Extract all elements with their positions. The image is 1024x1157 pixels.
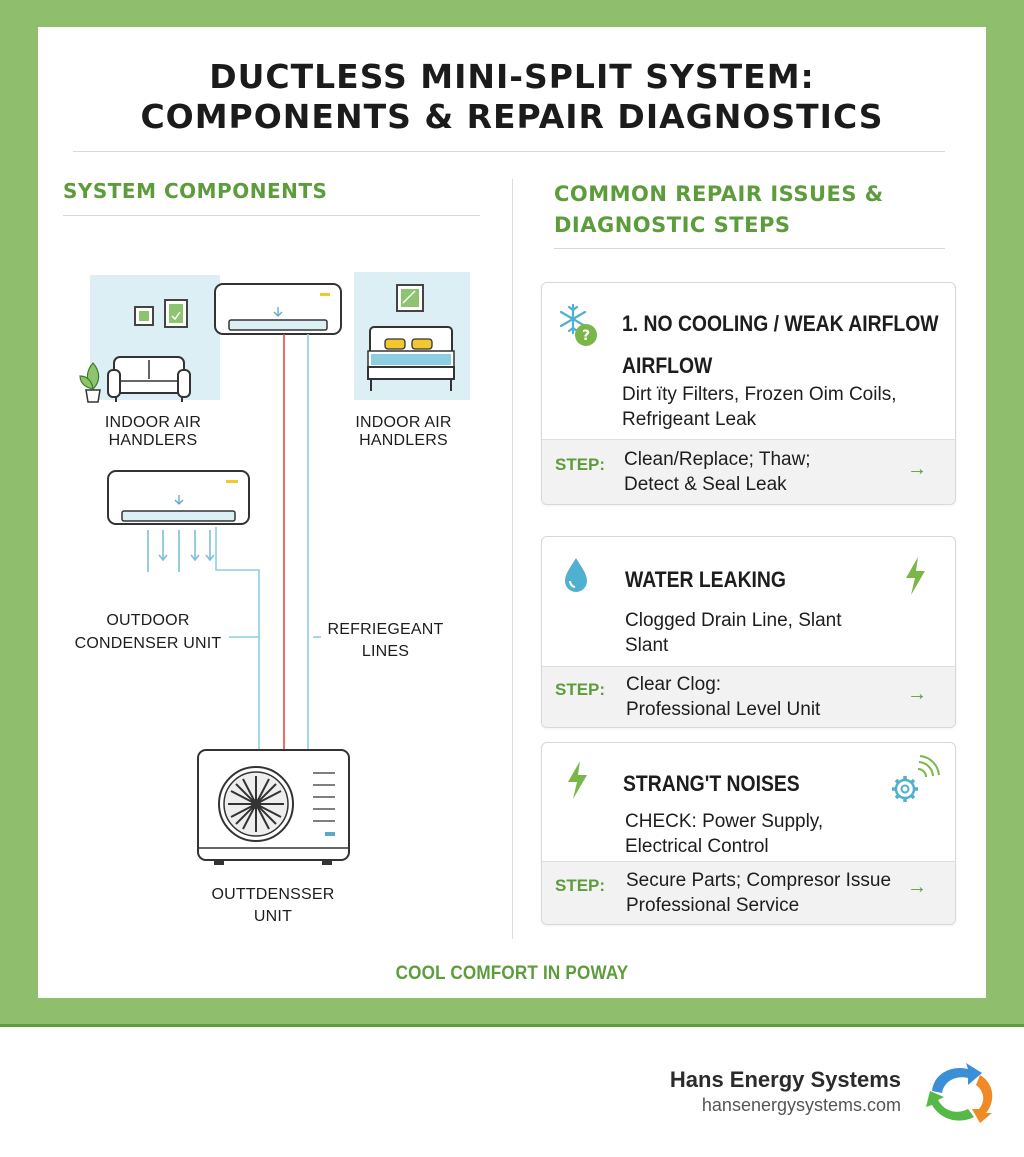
card1-title-cont: AIRFLOW xyxy=(622,353,713,378)
arrow-right-icon[interactable]: → xyxy=(907,683,927,705)
card2-step-bar: STEP: Clear Clog: Professional Level Uni… xyxy=(542,666,955,727)
brand-url[interactable]: hansenergysystems.com xyxy=(701,1095,901,1115)
page-title-line2: COMPONENTS & REPAIR DIAGNOSTICS xyxy=(140,97,884,136)
card2-title: WATER LEAKING xyxy=(625,567,786,592)
brand-footer: Hans Energy Systems hansenergysystems.co… xyxy=(0,1024,1024,1157)
card3-step-text: Secure Parts; Compresor Issue Profession… xyxy=(626,870,892,916)
svg-text:?: ? xyxy=(582,328,590,344)
water-drop-icon xyxy=(565,558,587,592)
repairs-heading: COMMON REPAIR ISSUES & DIAGNOSTIC STEPS xyxy=(554,182,884,237)
card1-step-label: STEP: xyxy=(555,455,606,474)
page-title-line1: DUCTLESS MINI-SPLIT SYSTEM: xyxy=(209,57,815,96)
card1-body: Dirt їty Filters, Frozen Oim Coils, Refr… xyxy=(622,384,897,430)
card3-body: CHECK: Power Supply, Electrical Control xyxy=(625,811,824,857)
brand-block[interactable]: Hans Energy Systems hansenergysystems.co… xyxy=(670,1067,901,1116)
card2-step-text: Clear Clog: Professional Level Unit xyxy=(626,674,821,720)
lightning-bolt-icon xyxy=(568,761,587,799)
repair-card-water-leaking[interactable]: WATER LEAKING Clogged Drain Line, Slant … xyxy=(541,536,956,728)
indoor-handlers-right-label: INDOOR AIR HANDLERS xyxy=(355,414,452,449)
indoor-unit-top xyxy=(214,283,342,335)
card2-step-label: STEP: xyxy=(555,680,606,699)
components-heading: SYSTEM COMPONENTS xyxy=(63,179,328,203)
brand-name: Hans Energy Systems xyxy=(669,1067,901,1092)
indoor-unit-middle xyxy=(107,470,250,572)
indoor-handlers-left-label: INDOOR AIR HANDLERS xyxy=(104,414,202,449)
components-divider xyxy=(63,215,480,216)
components-diagram xyxy=(79,272,470,865)
snowflake-question-icon: ? xyxy=(559,303,597,346)
tagline: COOL COMFORT IN POWAY xyxy=(395,963,629,984)
infographic-panel: DUCTLESS MINI-SPLIT SYSTEM: COMPONENTS &… xyxy=(38,27,986,998)
outdoor-unit-label: OUTTDENSSER UNIT xyxy=(211,886,335,925)
outdoor-unit-illustration xyxy=(197,749,350,865)
arrow-right-icon[interactable]: → xyxy=(907,458,927,480)
repairs-divider xyxy=(554,248,945,249)
title-divider xyxy=(73,151,945,152)
card3-title: STRANG'T NOISES xyxy=(623,771,800,796)
card1-step-text: Clean/Replace; Thaw; Detect & Seal Leak xyxy=(624,449,811,495)
bedroom-illustration xyxy=(354,272,470,400)
card1-step-bar: STEP: Clean/Replace; Thaw; Detect & Seal… xyxy=(542,439,955,504)
living-room-illustration xyxy=(79,275,220,403)
recycle-logo-icon xyxy=(926,1063,993,1123)
outdoor-condenser-label: OUTDOOR CONDENSER UNIT xyxy=(74,612,222,652)
lightning-bolt-icon xyxy=(906,557,925,595)
refrigerant-lines-label: REFRIEGEANT LINES xyxy=(327,621,444,660)
repair-card-strange-noises[interactable]: STRANG'T NOISES CHECK: Power Supply, Ele… xyxy=(541,742,956,925)
refrigerant-lines xyxy=(215,334,321,752)
gear-signal-icon xyxy=(892,755,940,802)
repair-card-no-cooling[interactable]: ? 1. NO COOLING / WEAK AIRFLOW AIRFLOW D… xyxy=(541,282,956,505)
card3-step-bar: STEP: Secure Parts; Compresor Issue Prof… xyxy=(542,861,955,924)
card1-title: 1. NO COOLING / WEAK AIRFLOW xyxy=(622,311,939,336)
column-divider xyxy=(512,179,513,939)
card3-step-label: STEP: xyxy=(555,876,606,895)
arrow-right-icon[interactable]: → xyxy=(907,876,927,898)
card2-body: Clogged Drain Line, Slant Slant xyxy=(625,610,842,656)
